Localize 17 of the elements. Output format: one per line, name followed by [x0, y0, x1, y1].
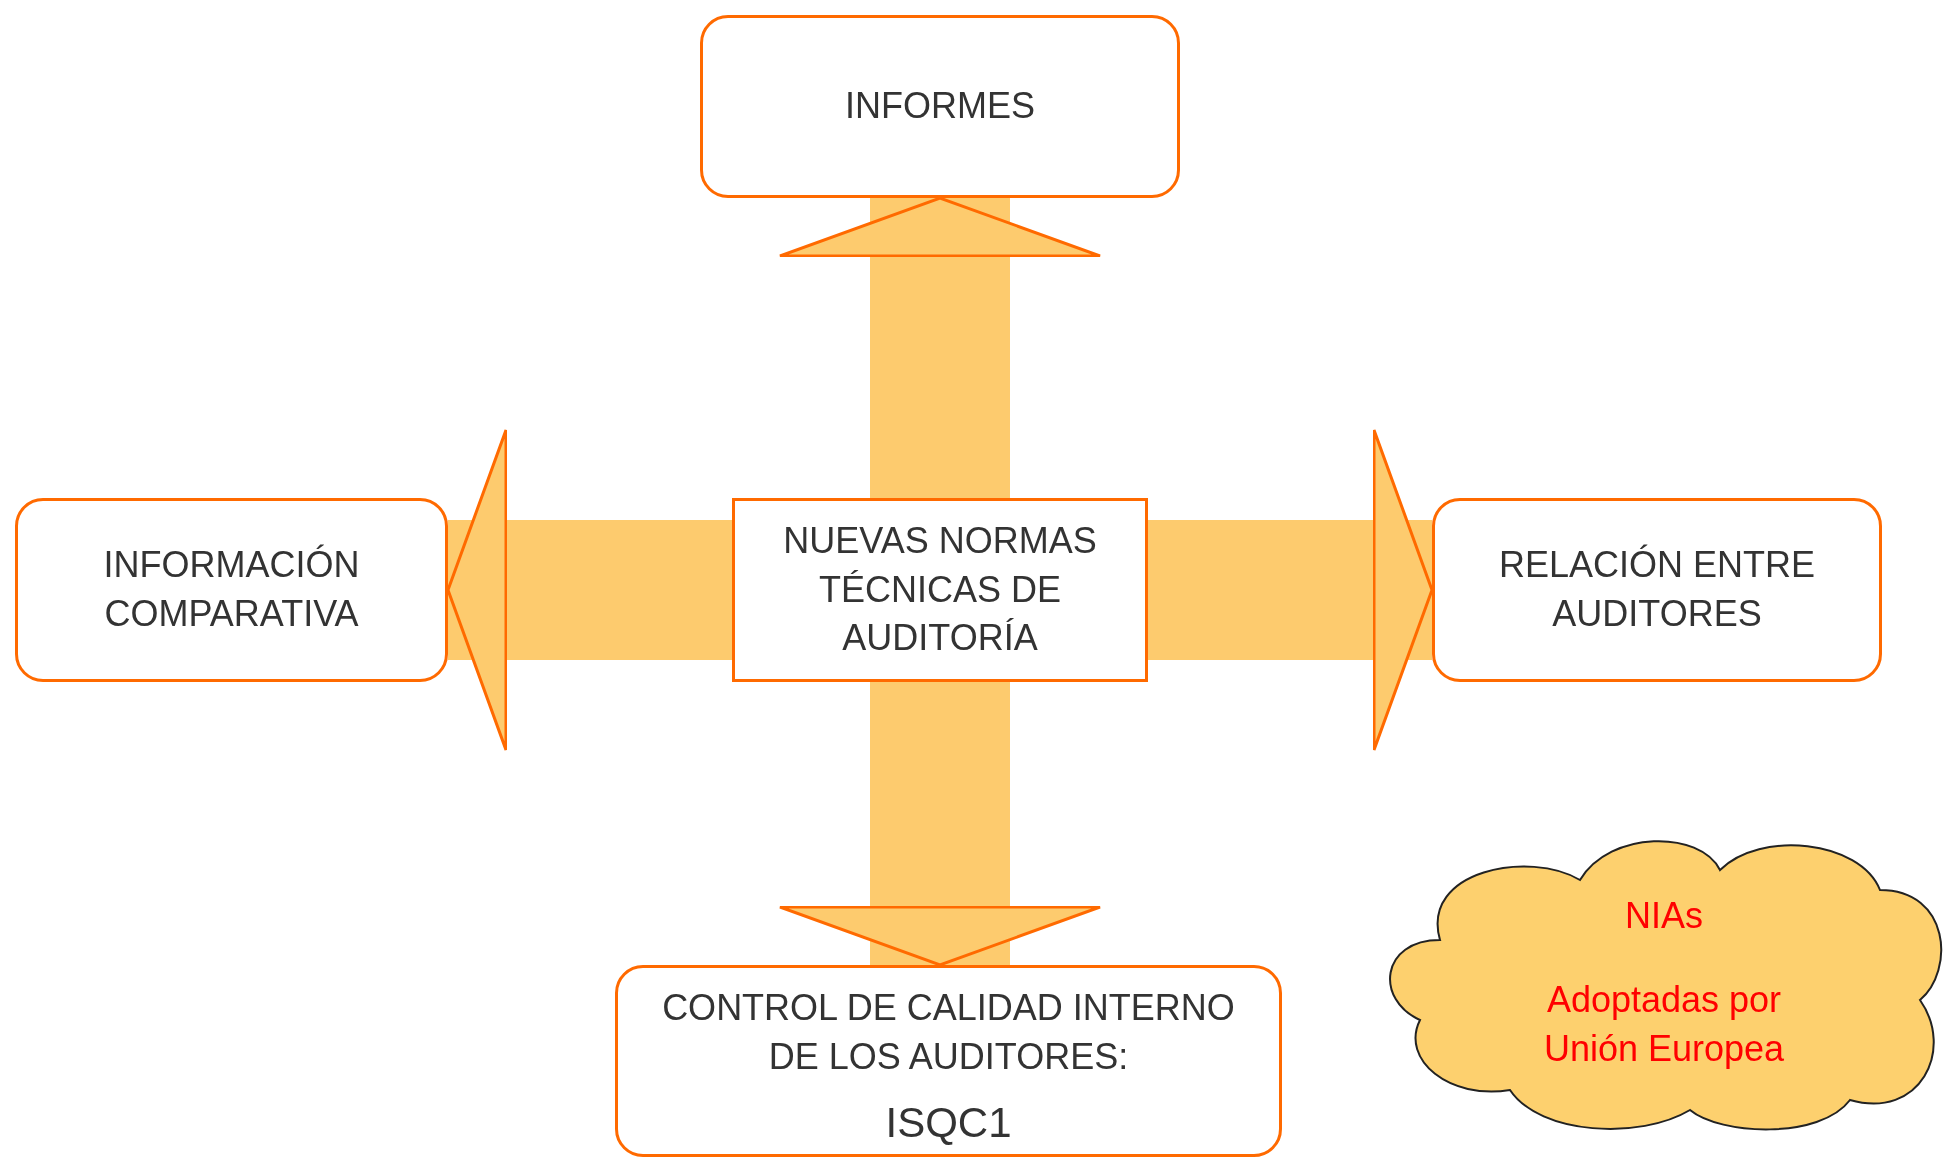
box-label: Adoptadas por Unión Europea: [1542, 978, 1786, 1071]
box-label: INFORMACIÓN COMPARATIVA: [102, 543, 361, 636]
rounded-box: [15, 498, 448, 682]
rounded-box: [615, 965, 1282, 1157]
box-label: NUEVAS NORMAS TÉCNICAS DE AUDITORÍA: [782, 519, 1098, 661]
box-label: RELACIÓN ENTRE AUDITORES: [1497, 543, 1817, 636]
box-label: NIAs: [1625, 893, 1703, 938]
box-label: ISQC1: [885, 1098, 1012, 1149]
rounded-box: [1432, 498, 1882, 682]
box-label: INFORMES: [845, 84, 1035, 129]
block-arrow: [778, 196, 1102, 498]
block-arrow: [446, 428, 732, 752]
process-box: [732, 498, 1148, 682]
box-label: CONTROL DE CALIDAD INTERNO DE LOS AUDITORES:: [661, 986, 1236, 1079]
block-arrow: [778, 682, 1102, 967]
block-arrow: [1148, 428, 1434, 752]
rounded-box: [700, 15, 1180, 198]
